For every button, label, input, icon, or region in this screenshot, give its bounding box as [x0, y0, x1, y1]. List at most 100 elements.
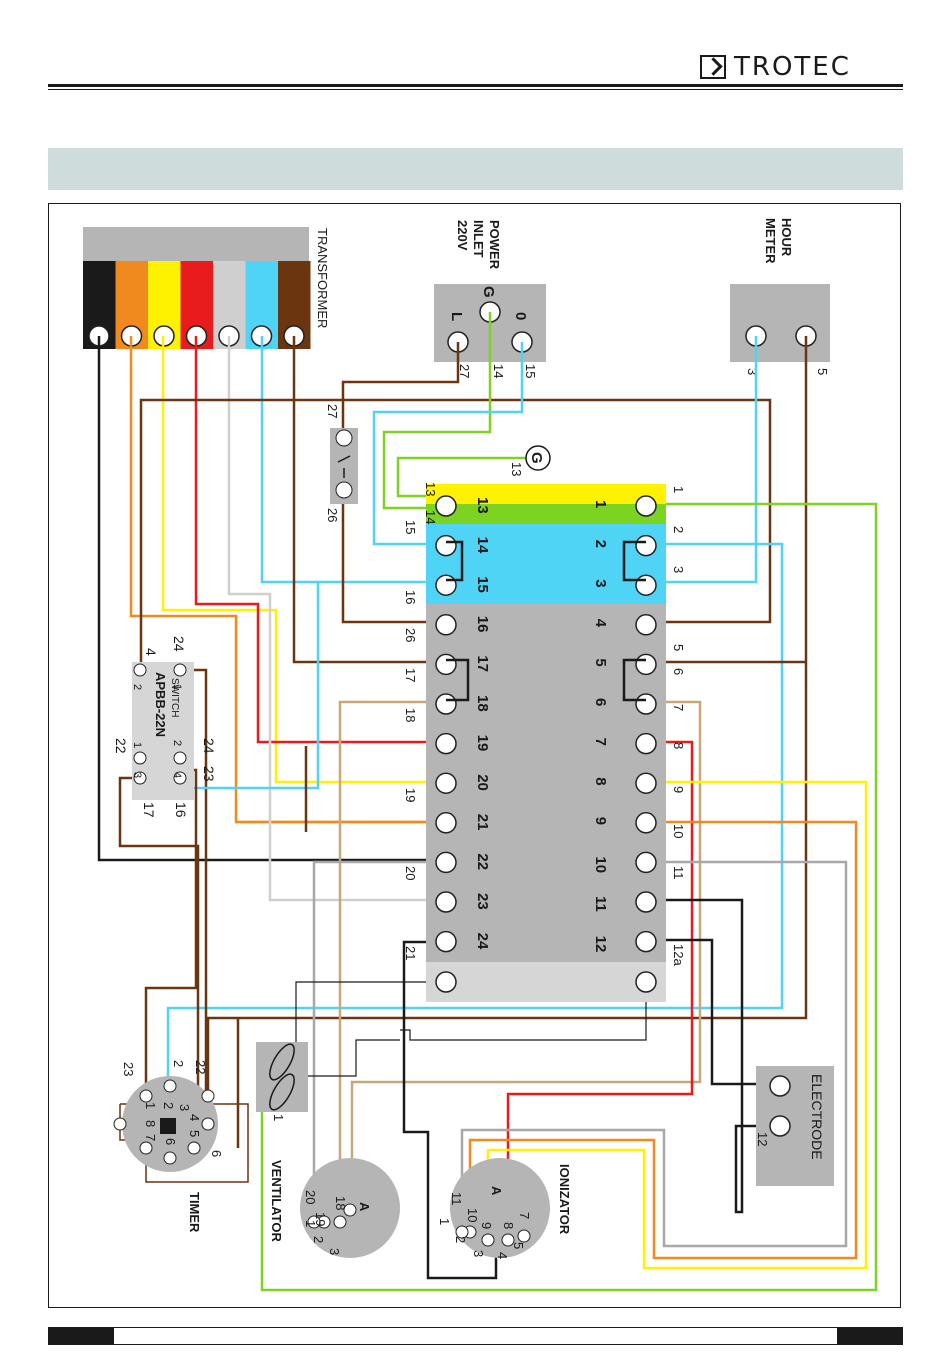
terminal-left-number: 18 [474, 695, 491, 712]
timer-pin-label: 6 [209, 1150, 224, 1157]
terminal-left-dot [435, 693, 457, 715]
electrode-label: ELECTRODE [809, 1074, 825, 1160]
timer-pin-label: 4 [187, 1114, 202, 1121]
terminal-right-dot [635, 891, 657, 913]
terminal-left-number: 13 [474, 497, 491, 514]
ionizator-pin-label: 9 [479, 1222, 494, 1229]
switch-label-p3: 1 [131, 742, 143, 748]
ionizator-pin-label: 2 [453, 1236, 468, 1243]
transformer-label: TRANSFORMER [315, 228, 330, 328]
terminal-right-number: 8 [592, 777, 609, 785]
left-wire-label: 18 [403, 708, 418, 722]
timer-pin-label: 2 [171, 1060, 186, 1067]
timer-pin [201, 1117, 215, 1131]
power-wire-14: 14 [491, 364, 506, 378]
timer-pin-label: 8 [143, 1120, 158, 1127]
power-pin-0: 0 [512, 312, 529, 320]
timer-label: TIMER [187, 1192, 202, 1233]
footer-block-right [837, 1327, 903, 1345]
ventilator-pin-label: 2 [311, 1236, 326, 1243]
terminal-left-number: 19 [474, 735, 491, 752]
terminal-right-number: 2 [592, 540, 609, 548]
switch-label-p2: 2 [131, 684, 143, 690]
ventilator: VENTILATOR [269, 1158, 400, 1258]
switch-label-p6: 4 [171, 772, 183, 778]
terminal-right-dot [635, 851, 657, 874]
ventilator-pin-label: 19 [313, 1212, 328, 1226]
brand-chevron-icon [700, 55, 726, 79]
power-inlet-label-3: 220V [455, 220, 470, 251]
ground-g-label: G [528, 452, 545, 464]
terminal-right-dot [635, 812, 657, 834]
terminal-right-dot [635, 693, 657, 715]
ventilator-pin-label: 20 [303, 1190, 318, 1204]
footer-bar [48, 1327, 903, 1345]
left-wire-label: 13 [423, 482, 438, 496]
terminal-extra-right [635, 971, 657, 993]
timer-pin-label: 23 [121, 1062, 136, 1076]
fan [256, 1042, 308, 1112]
terminal-right-number: 4 [592, 619, 609, 628]
switch-label-p1: 1 [171, 684, 183, 690]
brand-name: TROTEC [734, 52, 851, 82]
right-wire-label: 5 [671, 644, 686, 651]
timer-pin [201, 1089, 215, 1103]
switch-label-p4: 2 [171, 740, 183, 746]
terminal-right-dot [635, 495, 657, 517]
switch-label-b3: 23 [201, 766, 217, 782]
terminal-right-dot [635, 614, 657, 636]
terminal-left-dot [435, 851, 457, 874]
terminal-right-dot [635, 653, 657, 676]
left-wire-label: 17 [403, 668, 418, 682]
terminal-left-number: 16 [474, 616, 491, 633]
ionizator-pin-label: 3 [471, 1250, 486, 1257]
ionizator-label: IONIZATOR [557, 1164, 572, 1235]
hour-meter-pin-3: 3 [745, 368, 760, 375]
header-rule-thin [48, 89, 903, 90]
left-wire-label: 16 [403, 590, 418, 604]
wires [97, 312, 878, 1292]
timer-pin [139, 1089, 153, 1103]
terminal-left-dot [435, 812, 457, 834]
ionizator-pin-label: 11 [449, 1192, 464, 1206]
right-wire-label: 2 [671, 526, 686, 533]
left-wire-label: 15 [403, 520, 418, 534]
switch-model: APBB-22N [153, 672, 168, 737]
terminal-left-number: 24 [474, 933, 491, 950]
terminal-right-number: 11 [592, 896, 609, 912]
terminal-left-number: 14 [474, 537, 491, 554]
terminal-right-number: 9 [592, 817, 609, 825]
terminal-left-dot [435, 574, 457, 596]
header-rule [48, 84, 903, 87]
terminal-right-number: 3 [592, 579, 609, 587]
ventilator-pin-label: 1 [271, 1114, 286, 1121]
switch-label-p5: 3 [131, 772, 143, 778]
power-pin-g: G [480, 286, 497, 298]
right-wire-label: 9 [671, 786, 686, 793]
switch-label-b4: 17 [141, 802, 157, 818]
ionizator-pin-label: 1 [437, 1218, 452, 1225]
terminal-left-dot [435, 495, 457, 517]
terminal-right-dot [635, 574, 657, 596]
power-wire-27: 27 [457, 364, 472, 378]
timer-pin-label: 6 [163, 1138, 178, 1145]
terminal-right-number: 10 [592, 856, 609, 873]
terminal-right-dot [635, 534, 657, 557]
footer-block-left [48, 1327, 114, 1345]
ventilator-pin-label: 18 [333, 1196, 348, 1210]
terminal-right-number: 7 [592, 738, 609, 746]
fuse-label-27: 27 [325, 404, 340, 418]
timer-pin-label: 5 [187, 1130, 202, 1137]
terminal-left-dot [435, 930, 457, 953]
right-wire-label: 12a [671, 944, 686, 966]
terminal-left-number: 22 [474, 853, 491, 870]
ionizator-pin-label: 10 [465, 1208, 480, 1222]
terminal-right-number: 5 [592, 658, 609, 666]
terminal-right-number: 6 [592, 698, 609, 706]
switch-label-t2: 4 [143, 648, 159, 656]
fuse-switch: 27 26 [325, 404, 358, 522]
timer-pin-label: 22 [193, 1060, 208, 1074]
timer-pin-label: 3 [177, 1104, 192, 1111]
right-wire-label: 11 [671, 866, 686, 880]
